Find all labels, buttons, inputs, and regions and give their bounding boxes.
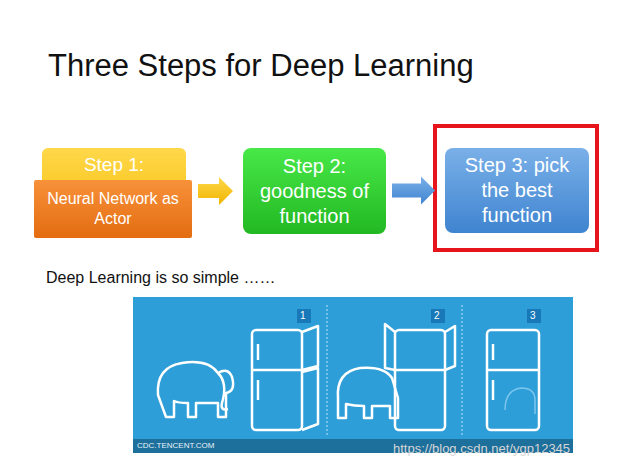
block-arrow — [198, 177, 233, 205]
step-badge — [527, 309, 541, 323]
box-text: Step 2: goodness of function — [249, 154, 380, 229]
watermark: https://blog.csdn.net/ygp12345 — [393, 441, 570, 457]
box-text: Step 1: — [84, 153, 144, 177]
callout-number: 2 — [434, 309, 440, 323]
elephant-trunk — [218, 373, 228, 409]
step-box: Step 3: pick the best function — [445, 148, 589, 233]
step-badge — [431, 309, 445, 323]
fridge-door — [302, 368, 318, 430]
elephant-silhouette — [505, 388, 535, 414]
highlight-frame — [435, 126, 597, 250]
panel-divider — [327, 305, 328, 436]
actor-box: Neural Network as Actor — [34, 180, 192, 238]
fridge-door — [385, 324, 395, 370]
fridge — [395, 330, 445, 430]
elephant — [158, 362, 233, 417]
step-box: Step 1: Neural Network as Actor — [42, 148, 186, 238]
fridge — [487, 330, 539, 430]
fridge-door — [302, 326, 318, 370]
block-arrow — [392, 177, 435, 205]
fridge-door — [445, 326, 455, 370]
step-box: Step 2: goodness of function — [243, 148, 386, 234]
step-badge — [297, 309, 311, 323]
box-text: Step 3: pick the best function — [451, 153, 583, 228]
callout-number: 1 — [300, 309, 306, 323]
callout-number: 3 — [530, 309, 536, 323]
panel-divider — [462, 305, 463, 436]
elephant — [338, 368, 398, 418]
title: Three Steps for Deep Learning — [48, 48, 474, 84]
note-text: Deep Learning is so simple …… — [46, 268, 275, 287]
box-text: Neural Network as Actor — [40, 189, 186, 229]
credit-text: CDC.TENCENT.COM — [137, 441, 214, 451]
fridge — [252, 330, 302, 430]
cartoon-panel — [133, 297, 573, 453]
